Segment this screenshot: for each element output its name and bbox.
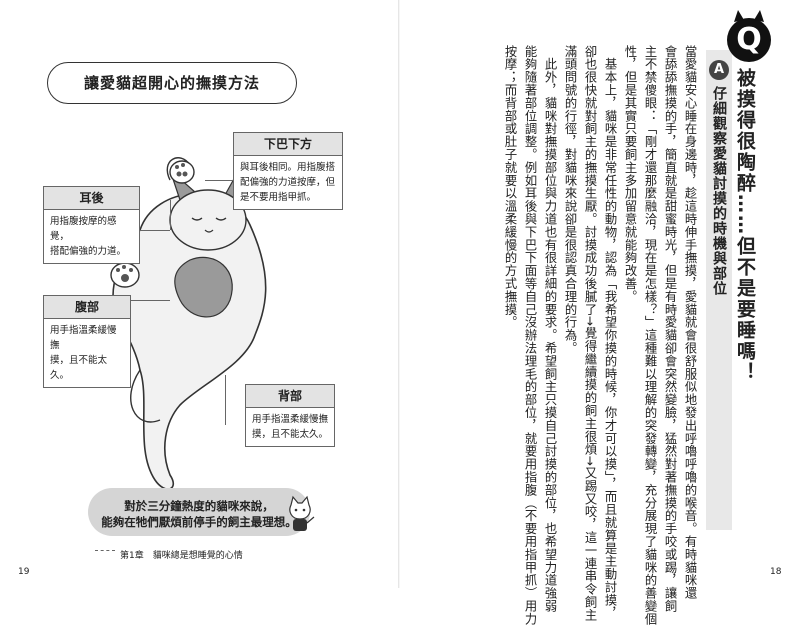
back-pointer-line bbox=[225, 375, 226, 425]
title-banner: 讓愛貓超開心的撫摸方法 bbox=[47, 62, 297, 104]
body-column: 按摩；而背部或肚子就要以溫柔緩慢的方式撫摸。 bbox=[503, 45, 517, 329]
page-number-left: 19 bbox=[18, 567, 30, 577]
callout-ear-line: 搭配偏強的力道。 bbox=[50, 246, 127, 257]
right-page: Q 被摸得很陶醉……但不是要睡嗎！ A 仔細觀察愛貓討摸的時機與部位 當愛貓安心… bbox=[400, 0, 799, 626]
callout-chin-line: 是不要用指甲抓。 bbox=[240, 192, 317, 203]
page-number-right: 18 bbox=[770, 567, 782, 577]
body-column: 主不禁傻眼：「剛才還那麼融洽，現在是怎樣？」這種難以理解的突發轉變，充分展現了貓… bbox=[643, 45, 657, 626]
tip-line: 對於三分鐘熱度的貓咪來說， bbox=[124, 499, 274, 513]
a-badge: A bbox=[709, 60, 729, 80]
body-column: 能夠隨著部位調整。例如耳後與下巴下面等自己沒辦法理毛的部位，就要用指腹（不要用指… bbox=[523, 45, 537, 626]
callout-chin-line: 配偏強的力道按摩，但 bbox=[240, 177, 336, 188]
cat-teacher-icon bbox=[289, 495, 315, 531]
callout-chin-line: 與耳後相同。用指腹搭 bbox=[240, 162, 336, 173]
chin-pointer-line bbox=[205, 180, 235, 181]
book-gutter bbox=[398, 0, 400, 588]
callout-back-line: 用手指溫柔緩慢撫 bbox=[252, 414, 329, 425]
callout-back-heading: 背部 bbox=[246, 385, 334, 408]
callout-ear: 耳後 用指腹按摩的感覺， 搭配偏強的力道。 bbox=[43, 186, 140, 264]
body-column: 滿頭問號的行徑，對貓咪來說卻是很認真合理的行為。 bbox=[563, 45, 577, 355]
q-badge: Q bbox=[727, 18, 771, 62]
callout-belly: 腹部 用手指溫柔緩慢撫 摸，且不能太久。 bbox=[43, 295, 131, 388]
body-column: 基本上，貓咪是非常任性的動物，認為「我希望你摸的時候，你才可以摸」，而且就算是主… bbox=[603, 45, 617, 620]
body-column: 當愛貓安心睡在身邊時，趁這時伸手撫摸，愛貓就會很舒服似地發出呼嚕呼嚕的喉音。有時… bbox=[683, 45, 697, 600]
a-mark: A bbox=[713, 62, 725, 77]
callout-belly-line: 摸，且不能太久。 bbox=[50, 355, 108, 381]
answer-subtitle: 仔細觀察愛貓討摸的時機與部位 bbox=[711, 86, 727, 296]
chapter-footer: 第1章 貓咪總是想睡覺的心情 bbox=[120, 551, 243, 561]
cat-ears-icon bbox=[734, 10, 764, 22]
tip-line: 能夠在牠們厭煩前停手的飼主最理想。 bbox=[101, 515, 297, 529]
callout-back-line: 摸，且不能太久。 bbox=[252, 429, 329, 440]
footer-line bbox=[95, 550, 115, 557]
left-page: 讓愛貓超開心的撫摸方法 下巴下方 與耳後相同。用指腹搭 配偏強的力道按摩，但 是… bbox=[0, 0, 400, 588]
callout-ear-line: 用指腹按摩的感覺， bbox=[50, 216, 117, 242]
body-column: 卻也很快就對飼主的撫摸生厭。討摸成功後膩了→覺得繼續摸的飼主很煩→又踢又咬，這一… bbox=[583, 45, 597, 622]
ear-pointer-line bbox=[140, 230, 170, 231]
callout-chin: 下巴下方 與耳後相同。用指腹搭 配偏強的力道按摩，但 是不要用指甲抓。 bbox=[233, 132, 343, 210]
body-column: 會舔舔撫摸的手，簡直就是甜蜜時光，但是有時愛貓卻會突然變臉，猛然對著撫摸的手咬或… bbox=[663, 45, 677, 613]
ear-pointer-line-v bbox=[170, 200, 171, 230]
callout-belly-heading: 腹部 bbox=[44, 296, 130, 319]
body-column: 性，但是其實只要飼主多加留意就能夠改善。 bbox=[623, 45, 637, 303]
callout-chin-heading: 下巴下方 bbox=[234, 133, 342, 156]
body-column: 此外，貓咪對撫摸部位與力道也有很詳細的要求。希望飼主只摸自己討摸的部位，也希望力… bbox=[543, 45, 557, 613]
question-title: 被摸得很陶醉……但不是要睡嗎！ bbox=[734, 68, 756, 383]
q-mark: Q bbox=[736, 22, 762, 57]
belly-pointer-line bbox=[130, 300, 170, 301]
callout-back: 背部 用手指溫柔緩慢撫 摸，且不能太久。 bbox=[245, 384, 335, 447]
page-title: 讓愛貓超開心的撫摸方法 bbox=[83, 74, 260, 92]
tip-banner: 對於三分鐘熱度的貓咪來說， 能夠在牠們厭煩前停手的飼主最理想。 bbox=[88, 488, 310, 536]
callout-ear-heading: 耳後 bbox=[44, 187, 139, 210]
callout-belly-line: 用手指溫柔緩慢撫 bbox=[50, 325, 117, 351]
